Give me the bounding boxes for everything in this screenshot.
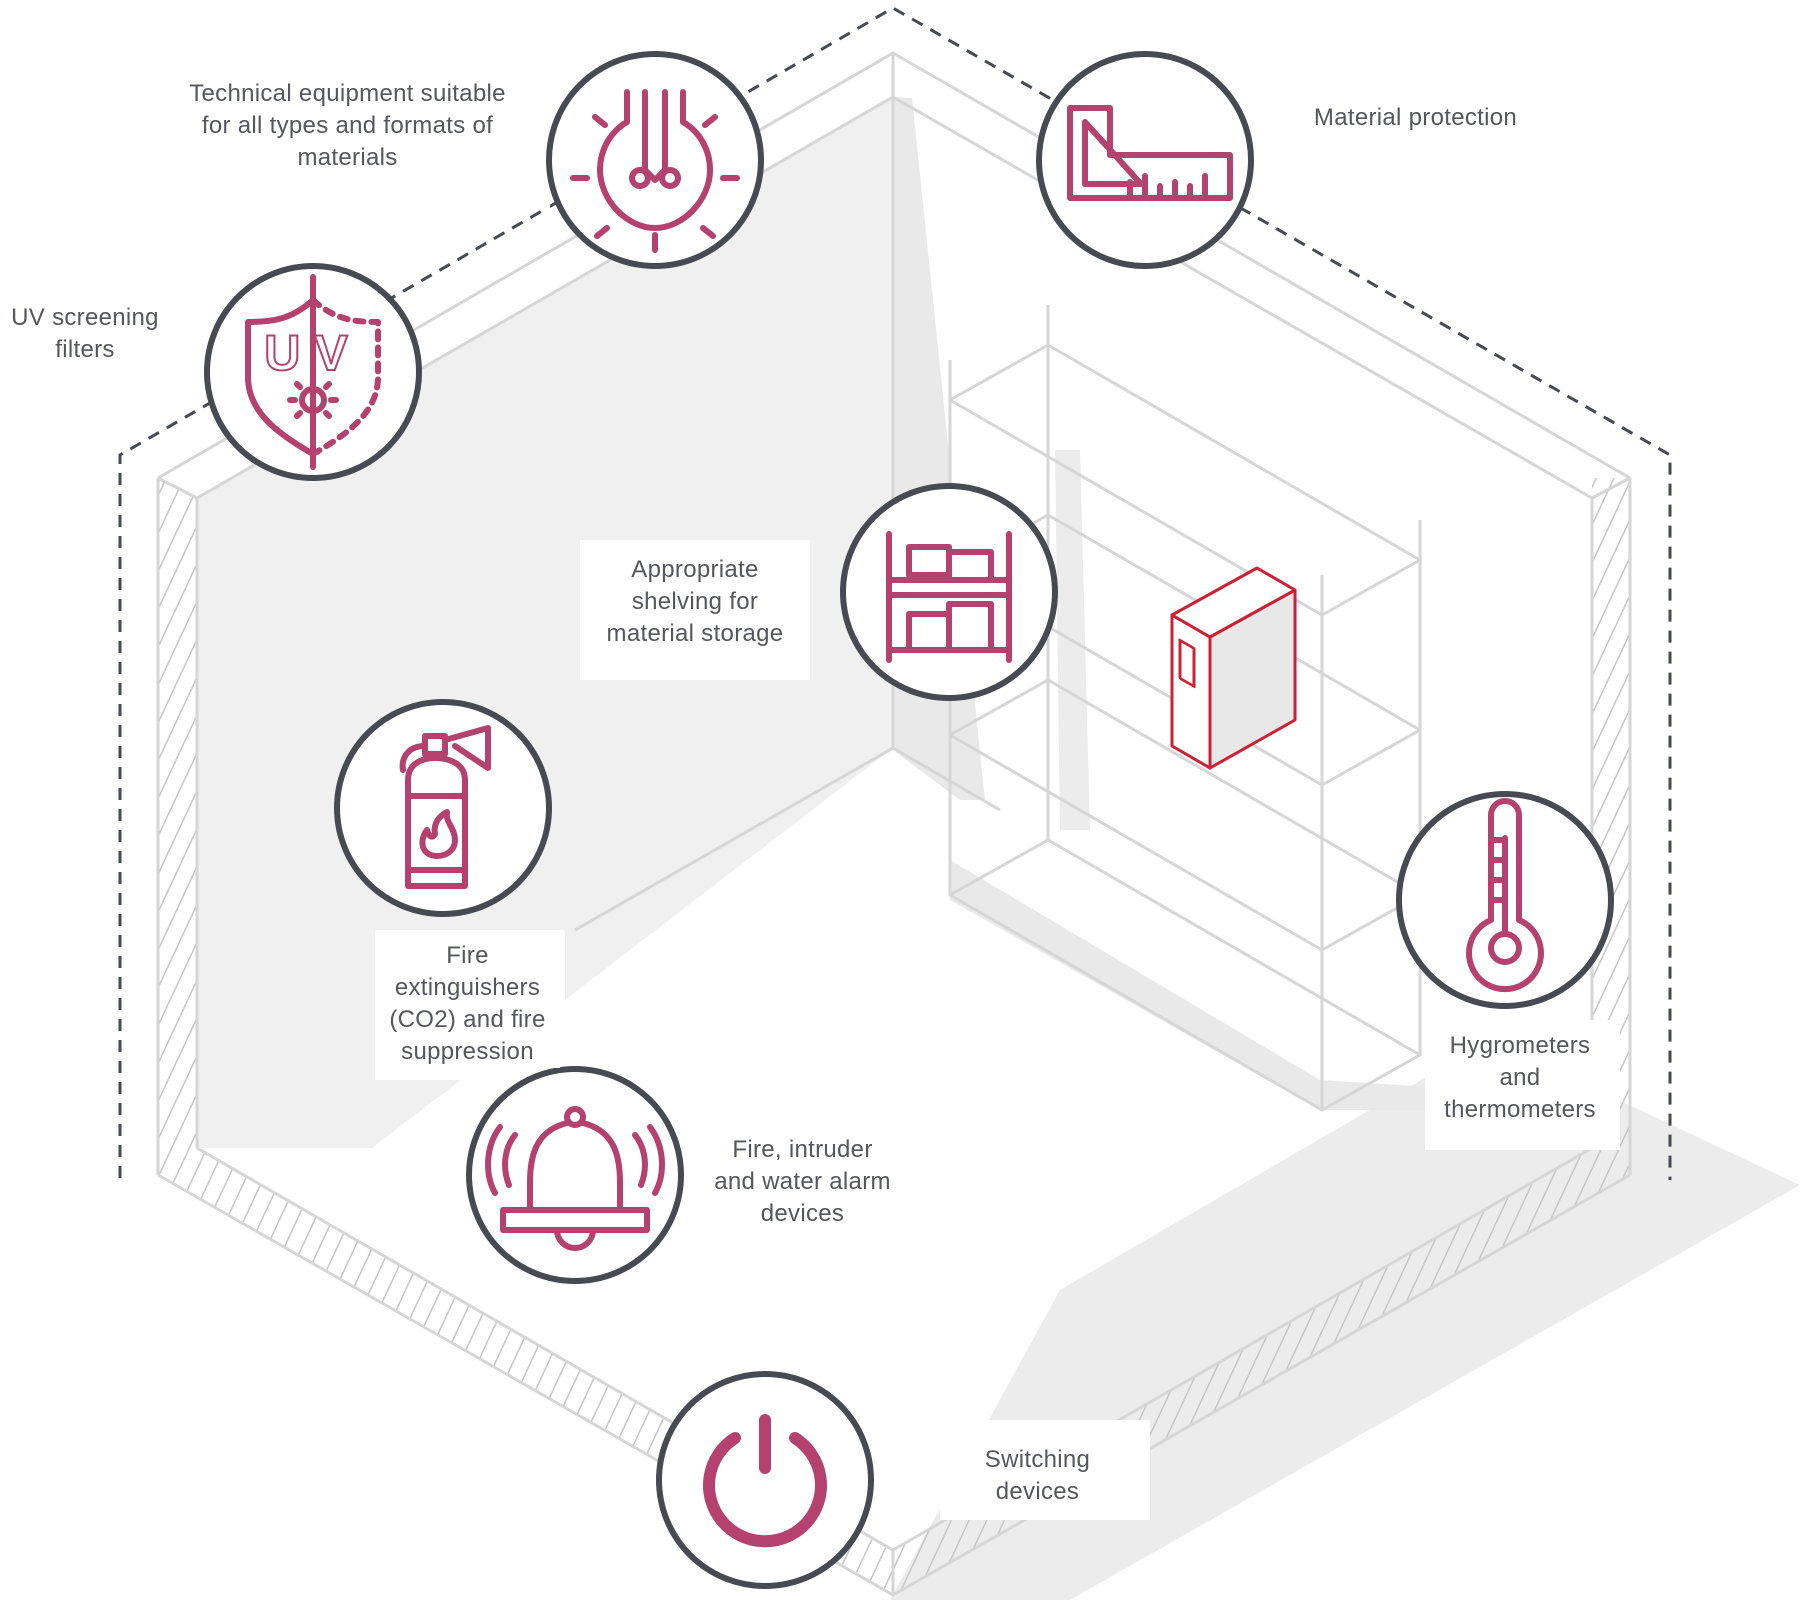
uv-shield-icon (245, 274, 381, 470)
light-bulb-icon (570, 89, 740, 253)
material-protection-badge[interactable] (1036, 51, 1254, 269)
dashed-boundary (118, 6, 1672, 1180)
archive-box (1170, 566, 1297, 770)
shelving-badge[interactable] (840, 483, 1058, 701)
shelving-icon (886, 531, 1012, 663)
hygrometers-badge[interactable] (1396, 791, 1614, 1009)
uv-filters-badge[interactable]: UV (204, 263, 422, 481)
technical-equipment-badge[interactable] (546, 51, 764, 269)
alarms-badge[interactable] (466, 1066, 684, 1284)
hygrometers-label: Hygrometers and thermometers (1425, 1030, 1615, 1126)
switching-badge[interactable] (656, 1371, 874, 1589)
uv-filters-label: UV screening filters (0, 302, 170, 366)
material-protection-label: Material protection (1283, 102, 1548, 134)
fire-extinguishers-label: Fire extinguishers (CO2) and fire suppre… (375, 940, 560, 1068)
shelving-label: Appropriate shelving for material storag… (585, 554, 805, 650)
technical-equipment-label: Technical equipment suitable for all typ… (150, 78, 545, 174)
fire-extinguisher-icon (399, 725, 491, 889)
thermometer-icon (1466, 798, 1544, 993)
switching-label: Switching devices (945, 1444, 1130, 1508)
power-icon (703, 1414, 827, 1548)
set-square-ruler-icon (1067, 105, 1233, 201)
alarms-label: Fire, intruder and water alarm devices (700, 1134, 905, 1230)
alarm-bell-icon (485, 1106, 665, 1251)
fire-extinguishers-badge[interactable] (334, 699, 552, 917)
uv-icon-text: UV (264, 325, 361, 381)
